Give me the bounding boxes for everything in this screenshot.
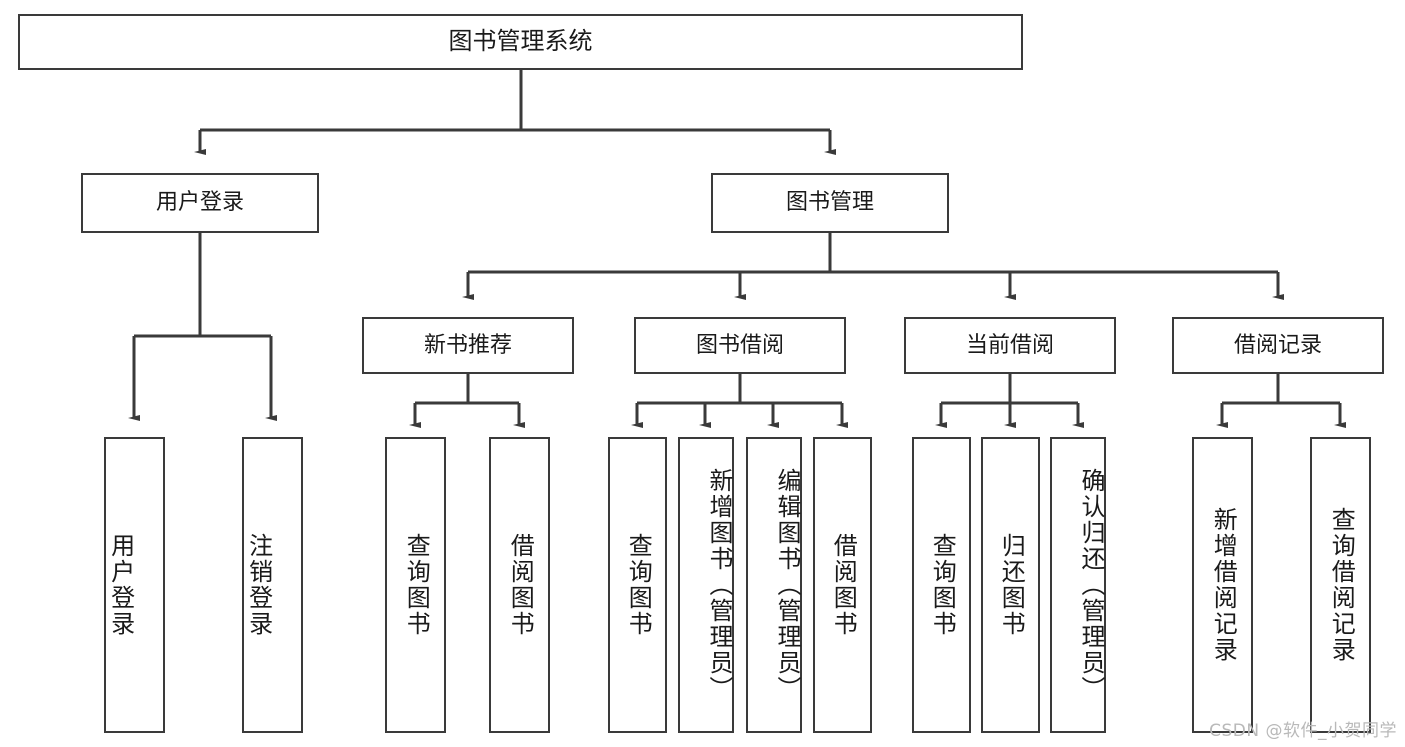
node-leaf-user-login[interactable]: 用户登录 [104,437,165,733]
node-root-label: 图书管理系统 [448,27,593,56]
node-leaf-query-book-cb-label: 查询图书 [928,533,957,637]
node-leaf-user-login-label: 用户登录 [106,533,135,637]
node-leaf-borrow-book-bb[interactable]: 借阅图书 [813,437,872,733]
node-leaf-add-borrow-record-label: 新增借阅记录 [1209,507,1238,663]
node-leaf-add-borrow-record[interactable]: 新增借阅记录 [1192,437,1253,733]
node-borrow-record-label: 借阅记录 [1233,332,1322,358]
node-leaf-edit-book-admin-label: 编辑图书（管理员） [773,468,801,702]
node-leaf-logout[interactable]: 注销登录 [242,437,303,733]
node-book-management-label: 图书管理 [785,190,874,216]
node-borrow-record[interactable]: 借阅记录 [1172,317,1384,374]
node-root-book-management-system[interactable]: 图书管理系统 [18,14,1023,70]
node-book-borrow-label: 图书借阅 [695,332,784,358]
node-leaf-edit-book-admin[interactable]: 编辑图书（管理员） [746,437,802,733]
node-book-management[interactable]: 图书管理 [711,173,949,233]
node-leaf-query-borrow-record-label: 查询借阅记录 [1327,507,1356,663]
node-new-book-recommend-label: 新书推荐 [423,332,512,358]
node-leaf-confirm-return-admin[interactable]: 确认归还（管理员） [1050,437,1106,733]
node-leaf-query-borrow-record[interactable]: 查询借阅记录 [1310,437,1371,733]
node-leaf-add-book-admin-label: 新增图书（管理员） [705,468,733,702]
node-new-book-recommend[interactable]: 新书推荐 [362,317,574,374]
node-leaf-add-book-admin[interactable]: 新增图书（管理员） [678,437,734,733]
node-leaf-return-book-label: 归还图书 [997,533,1026,637]
node-leaf-query-book-nb-label: 查询图书 [402,533,431,637]
node-leaf-query-book-bb-label: 查询图书 [624,533,653,637]
node-leaf-confirm-return-admin-label: 确认归还（管理员） [1077,468,1105,702]
node-leaf-query-book-cb[interactable]: 查询图书 [912,437,971,733]
node-book-borrow[interactable]: 图书借阅 [634,317,846,374]
node-leaf-query-book-bb[interactable]: 查询图书 [608,437,667,733]
node-current-borrow-label: 当前借阅 [965,332,1054,358]
node-leaf-logout-label: 注销登录 [244,533,273,637]
node-leaf-return-book[interactable]: 归还图书 [981,437,1040,733]
node-user-login-label: 用户登录 [155,190,244,216]
node-leaf-borrow-book-nb-label: 借阅图书 [506,533,535,637]
node-user-login[interactable]: 用户登录 [81,173,319,233]
node-current-borrow[interactable]: 当前借阅 [904,317,1116,374]
node-leaf-borrow-book-bb-label: 借阅图书 [829,533,858,637]
node-leaf-query-book-nb[interactable]: 查询图书 [385,437,446,733]
node-leaf-borrow-book-nb[interactable]: 借阅图书 [489,437,550,733]
